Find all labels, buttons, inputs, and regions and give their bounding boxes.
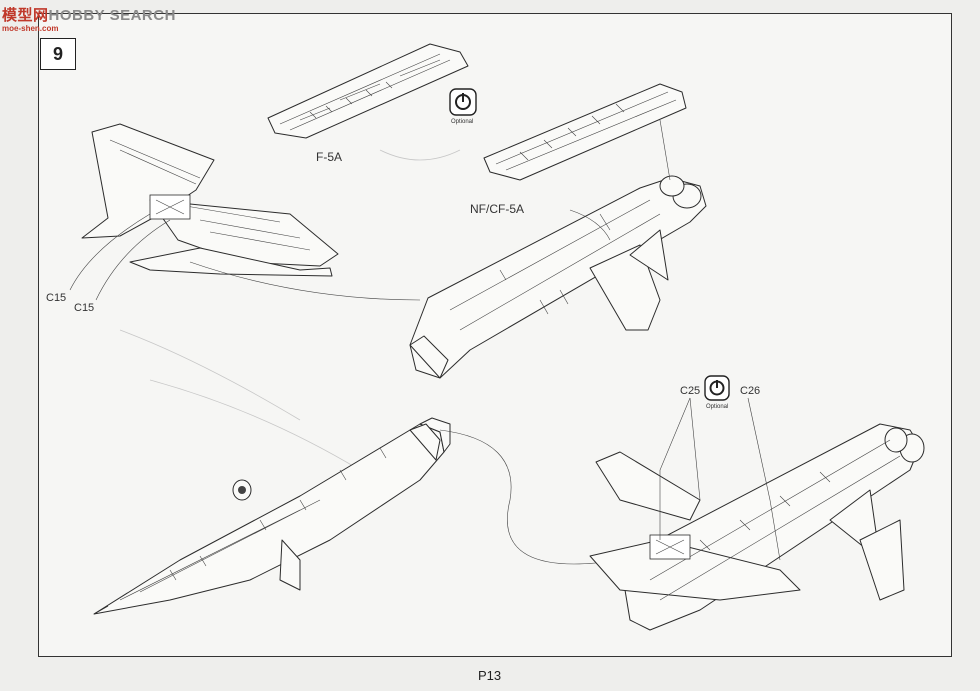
part-label-c25: C25 xyxy=(680,385,701,397)
wing-assembly-drawing xyxy=(81,123,339,277)
variant-label-nfcf5a: NF/CF-5A xyxy=(470,202,524,216)
optional-label: Optional xyxy=(706,404,729,410)
part-label-c15: C15 xyxy=(74,302,95,314)
variant-label-f5a: F-5A xyxy=(316,150,343,164)
optional-part-icon xyxy=(704,375,730,401)
upper-fuselage-drawing xyxy=(409,175,707,379)
nfcf5a-panel-drawing xyxy=(483,83,687,181)
part-label-c15: C15 xyxy=(46,292,67,304)
optional-label: Optional xyxy=(451,119,474,125)
watermark-logo: 模型网HOBBY SEARCH xyxy=(2,7,176,24)
main-fuselage-drawing xyxy=(589,423,925,631)
part-label-c26: C26 xyxy=(740,385,761,397)
forward-fuselage-drawing xyxy=(93,417,451,615)
f5a-panel-drawing xyxy=(267,43,469,139)
step-number: 9 xyxy=(40,38,76,70)
optional-part-icon xyxy=(449,88,477,116)
watermark-url: moe-shen.com xyxy=(2,24,59,33)
page-number: P13 xyxy=(478,668,502,683)
